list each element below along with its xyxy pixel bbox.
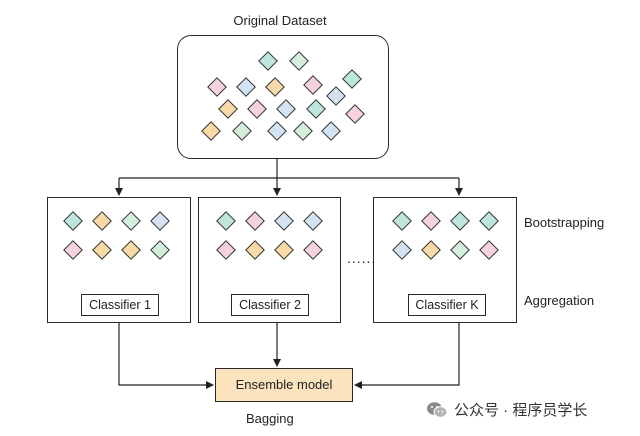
ensemble-model-box: Ensemble model xyxy=(215,368,353,402)
aggregation-label: Aggregation xyxy=(524,293,595,308)
dataset-title: Original Dataset xyxy=(233,13,327,28)
wechat-icon xyxy=(427,401,448,418)
watermark-text: 公众号 · 程序员学长 xyxy=(454,402,588,419)
classifier-k-label: Classifier K xyxy=(408,294,486,316)
arrow-classifier-1-to-ensemble xyxy=(118,323,214,389)
classifier-1-label: Classifier 1 xyxy=(81,294,159,316)
classifier-2-label: Classifier 2 xyxy=(231,294,309,316)
arrow-classifier-k-to-ensemble xyxy=(354,323,460,389)
bootstrapping-label: Bootstrapping xyxy=(524,215,605,230)
original-dataset-box xyxy=(177,35,389,159)
watermark: 公众号 · 程序员学长 xyxy=(426,399,587,420)
ellipsis: ...... xyxy=(347,250,377,266)
bagging-label: Bagging xyxy=(246,411,294,426)
